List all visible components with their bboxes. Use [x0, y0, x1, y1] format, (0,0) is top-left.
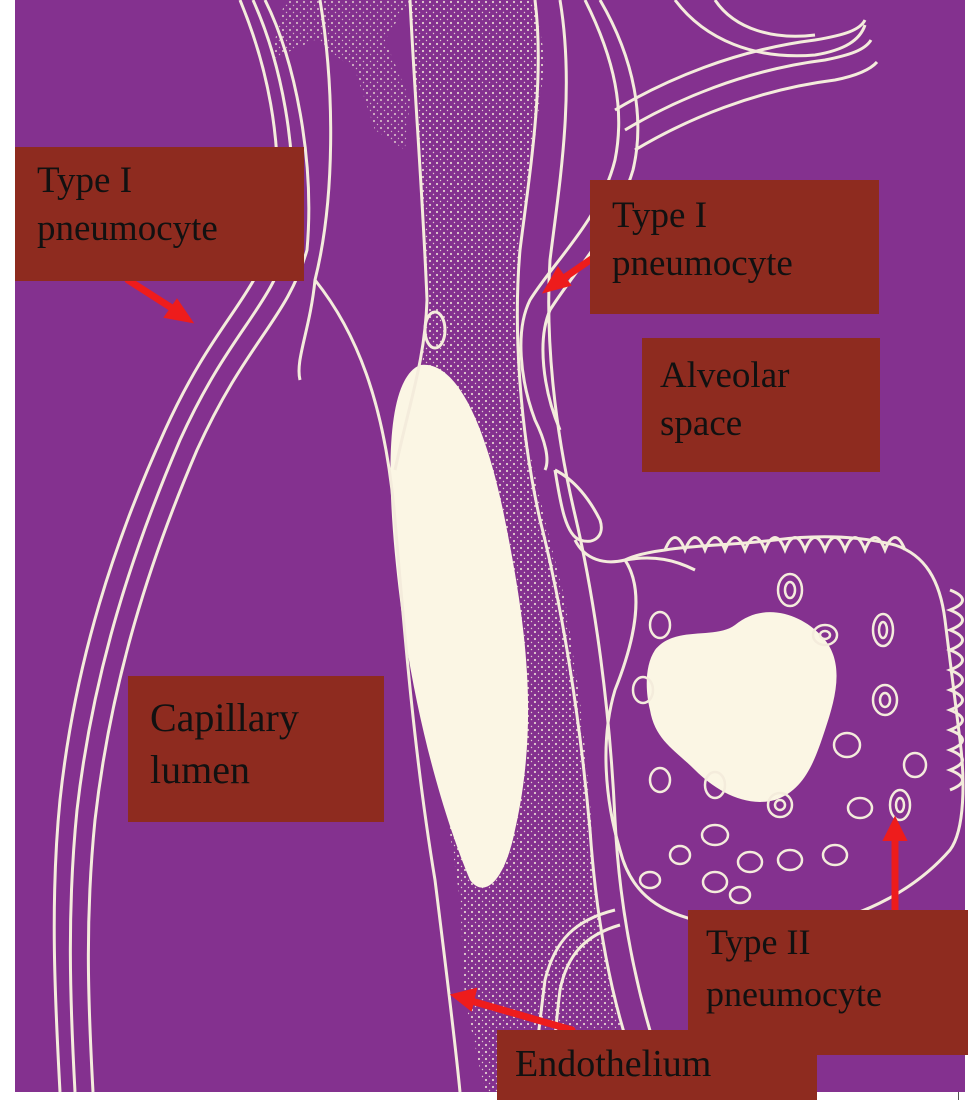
label-endothelium: Endothelium: [497, 1030, 817, 1100]
label-capillary-lumen: Capillary lumen: [128, 676, 384, 822]
label-type-i-pneumocyte-right: Type I pneumocyte: [590, 180, 879, 314]
label-alveolar-space: Alveolar space: [642, 338, 880, 472]
label-type-i-pneumocyte-left: Type I pneumocyte: [15, 147, 304, 281]
